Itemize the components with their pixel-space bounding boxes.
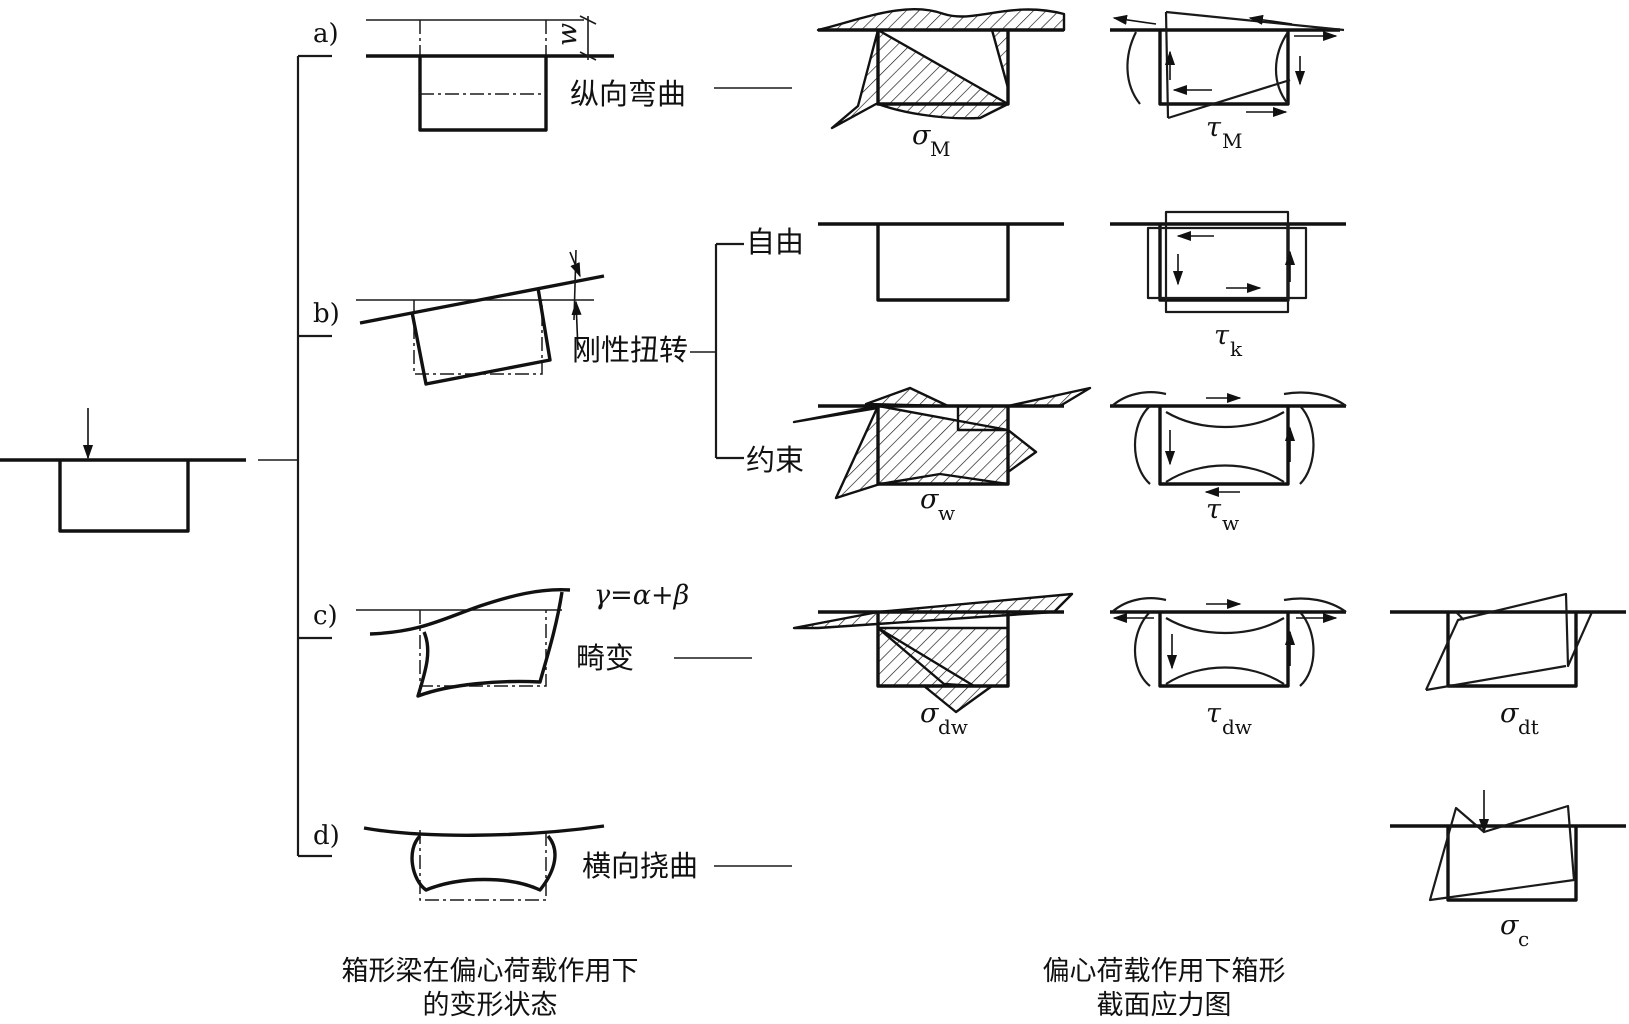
sigma-m-symbol: σ bbox=[912, 120, 932, 151]
case-d-name: 横向挠曲 bbox=[582, 849, 698, 883]
stress-tau-m-diagram bbox=[1110, 10, 1345, 120]
stress-tau-w-diagram bbox=[1110, 391, 1347, 498]
case-d-deformed-section bbox=[363, 824, 605, 901]
sigma-w-symbol: σ bbox=[920, 484, 940, 515]
distortion-angle-formula: γ=α+β bbox=[594, 580, 689, 611]
torsion-sub-bracket bbox=[690, 242, 744, 460]
sigma-dt-subscript: dt bbox=[1518, 715, 1539, 739]
sigma-m-subscript: M bbox=[930, 137, 950, 161]
original-section bbox=[0, 408, 298, 533]
left-caption-line1: 箱形梁在偏心荷载作用下 bbox=[342, 956, 639, 987]
sigma-dw-subscript: dw bbox=[938, 715, 968, 739]
case-b-name: 刚性扭转 bbox=[572, 333, 688, 367]
tau-m-symbol: τ bbox=[1206, 112, 1222, 143]
deflection-dim-label: w bbox=[552, 23, 583, 46]
free-torsion-section bbox=[818, 222, 1064, 302]
case-label-d: d) bbox=[313, 821, 340, 851]
stress-tau-dw-diagram bbox=[1110, 597, 1347, 688]
case-label-a: a) bbox=[313, 19, 339, 49]
right-caption-line2: 截面应力图 bbox=[1097, 990, 1232, 1021]
tau-k-symbol: τ bbox=[1214, 320, 1230, 351]
stress-tau-k-diagram bbox=[1110, 210, 1346, 314]
tau-k-subscript: k bbox=[1230, 337, 1243, 361]
sigma-c-symbol: σ bbox=[1500, 910, 1520, 941]
sigma-w-subscript: w bbox=[938, 501, 955, 525]
tau-w-symbol: τ bbox=[1206, 494, 1222, 525]
tau-w-subscript: w bbox=[1222, 511, 1239, 535]
sigma-dw-symbol: σ bbox=[920, 698, 940, 729]
stress-sigma-dw-diagram bbox=[792, 592, 1074, 714]
right-caption-line1: 偏心荷载作用下箱形 bbox=[1043, 956, 1286, 987]
torsion-free-label: 自由 bbox=[746, 225, 804, 259]
tau-m-subscript: M bbox=[1222, 129, 1242, 153]
case-c-deformed-section bbox=[356, 587, 571, 698]
torsion-restrained-label: 约束 bbox=[746, 443, 804, 477]
tau-dw-subscript: dw bbox=[1222, 715, 1252, 739]
case-a-name: 纵向弯曲 bbox=[570, 77, 686, 111]
stress-sigma-c-diagram bbox=[1390, 790, 1626, 902]
left-caption-line2: 的变形状态 bbox=[423, 990, 558, 1021]
stress-sigma-w-diagram bbox=[792, 386, 1092, 500]
case-c-name: 畸变 bbox=[576, 641, 634, 675]
stress-sigma-m-diagram bbox=[816, 7, 1066, 130]
case-a-deformed-section: w bbox=[366, 15, 614, 132]
sigma-dt-symbol: σ bbox=[1500, 698, 1520, 729]
case-label-c: c) bbox=[313, 601, 338, 631]
case-b-deformed-section bbox=[356, 249, 605, 386]
main-bracket bbox=[296, 54, 332, 858]
stress-sigma-dt-diagram bbox=[1390, 592, 1626, 692]
sigma-c-subscript: c bbox=[1518, 927, 1529, 951]
tau-dw-symbol: τ bbox=[1206, 698, 1222, 729]
case-label-b: b) bbox=[313, 299, 340, 329]
